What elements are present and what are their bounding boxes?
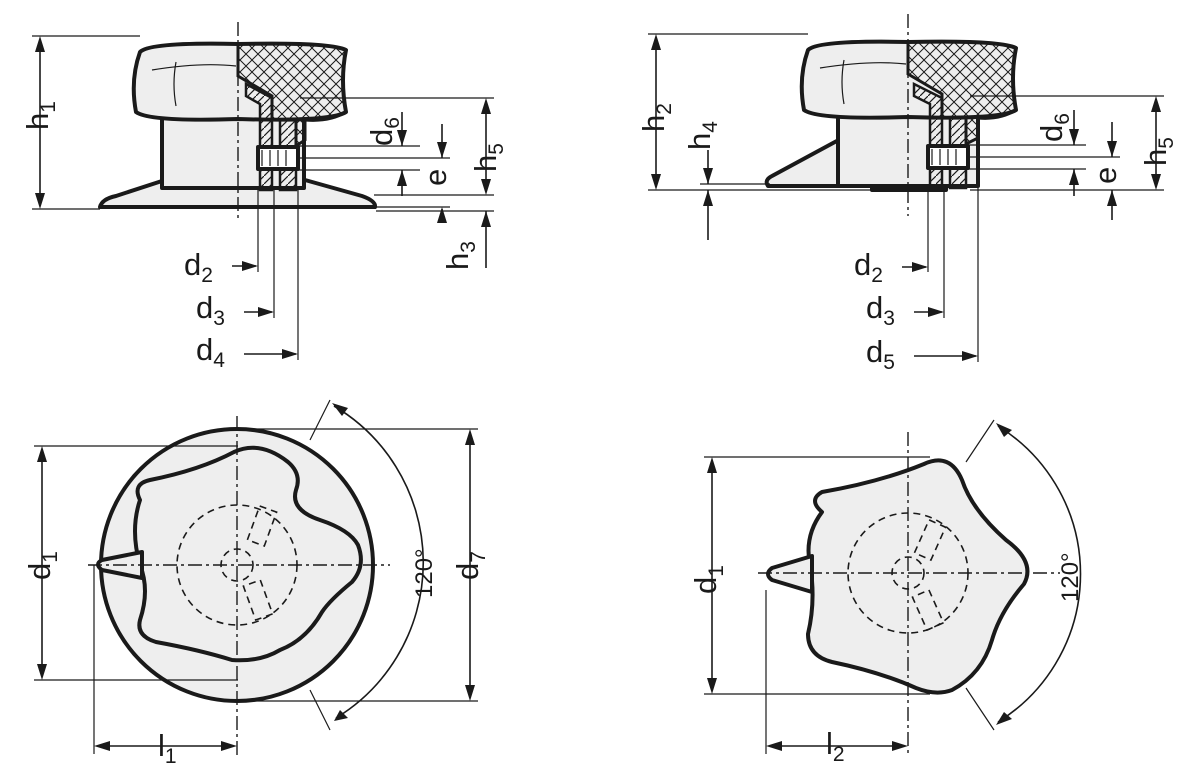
label-d3-right: d3 [866,290,895,330]
label-l2: l2 [826,726,845,766]
label-h5-right: h5 [1138,137,1178,166]
svg-text:h2: h2 [636,103,676,132]
side-view-left: h1 h5 d6 e h [20,22,508,372]
label-e-right: e [1088,167,1123,184]
label-h1: h1 [20,101,60,130]
pointer-tip-right [766,554,814,594]
svg-text:e: e [418,169,453,186]
label-angle-right: 120° [1057,552,1084,602]
label-d6-left: d6 [364,117,404,146]
svg-text:d6: d6 [1034,113,1074,142]
svg-text:d1: d1 [22,551,62,580]
label-d2-left: d2 [184,247,213,287]
svg-text:h1: h1 [20,101,60,130]
label-e-left: e [418,169,453,186]
svg-text:d6: d6 [364,117,404,146]
label-d1-right: d1 [688,565,728,594]
svg-text:h5: h5 [468,143,508,172]
side-view-right: h2 h4 h5 d6 [636,14,1178,374]
label-l1: l1 [158,728,177,768]
label-d4: d4 [196,332,225,372]
svg-text:120°: 120° [1057,552,1084,602]
label-d2-right: d2 [854,247,883,287]
label-h4: h4 [682,121,722,150]
star-knob-right [806,458,1030,695]
pointer-wedge [764,134,848,188]
label-d6-right: d6 [1034,113,1074,142]
svg-text:h4: h4 [682,121,722,150]
label-d7: d7 [450,551,490,580]
svg-text:d1: d1 [688,565,728,594]
label-angle-left: 120° [411,548,438,598]
section-hatch [236,42,348,149]
label-h5-left: h5 [468,143,508,172]
top-view-right: d1 120° l2 [688,419,1084,766]
label-h3: h3 [440,241,480,270]
svg-text:h3: h3 [440,241,480,270]
svg-text:120°: 120° [411,548,438,598]
label-d5: d5 [866,334,895,374]
label-d1-left: d1 [22,551,62,580]
svg-text:h5: h5 [1138,137,1178,166]
svg-text:e: e [1088,167,1123,184]
svg-text:d7: d7 [450,551,490,580]
label-h2: h2 [636,103,676,132]
top-view-left: d1 d7 120° l1 [22,399,490,768]
section-hatch-right [906,40,1018,147]
label-d3-left: d3 [196,290,225,330]
